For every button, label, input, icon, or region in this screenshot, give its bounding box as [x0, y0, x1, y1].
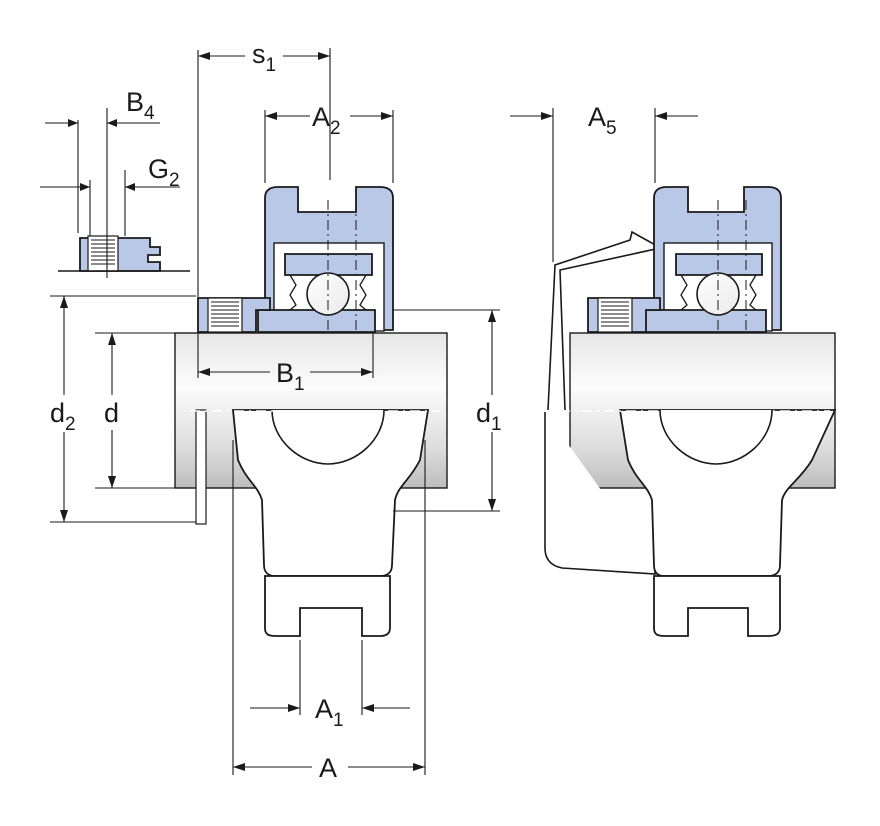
end-cover	[547, 230, 663, 411]
dimension-lines	[60, 52, 698, 771]
label-A1: A1	[315, 694, 344, 731]
label-s1: s1	[252, 39, 276, 76]
label-G2: G2	[148, 154, 180, 191]
label-A: A	[319, 753, 337, 783]
label-B4: B4	[126, 87, 155, 124]
housing-base-left	[264, 575, 391, 637]
label-d2: d2	[50, 398, 76, 435]
dimension-labels: s1 A2 B4 G2 A5 B1 d2 d d1 A1 A	[50, 39, 617, 783]
label-d1: d1	[476, 398, 502, 435]
label-d: d	[104, 398, 119, 428]
label-B1: B1	[276, 358, 305, 395]
left-sectional-view	[50, 48, 500, 775]
label-A2: A2	[312, 102, 341, 139]
right-sectional-view	[544, 108, 837, 637]
label-A5: A5	[588, 102, 617, 139]
housing-base-right	[653, 575, 781, 637]
collar-detail-view	[40, 108, 190, 278]
